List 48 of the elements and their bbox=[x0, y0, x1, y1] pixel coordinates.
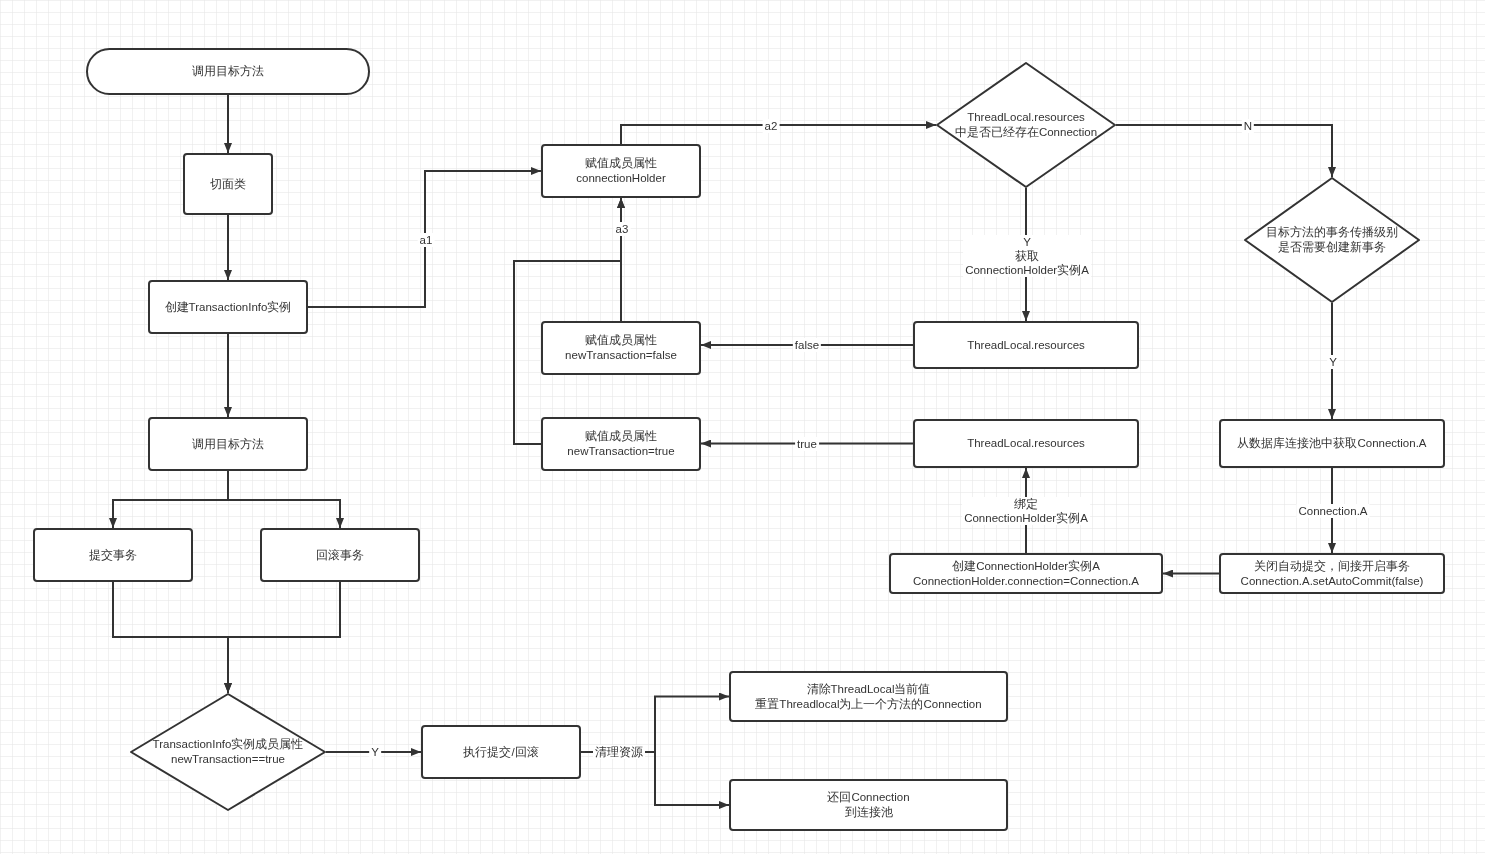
decision-diamond: ThreadLocal.resources中是否已经存在Connection bbox=[936, 62, 1116, 188]
process-box: 赋值成员属性newTransaction=true bbox=[541, 417, 701, 471]
process-box: 回滚事务 bbox=[260, 528, 420, 582]
process-box: 赋值成员属性newTransaction=false bbox=[541, 321, 701, 375]
edge-label: a3 bbox=[613, 222, 631, 236]
arrow bbox=[513, 197, 625, 445]
arrow bbox=[700, 439, 914, 448]
process-box: 执行提交/回滚 bbox=[421, 725, 581, 779]
edge-label: 绑定ConnectionHolder实例A bbox=[962, 497, 1090, 525]
edge-label: Y bbox=[369, 745, 381, 759]
arrow bbox=[1115, 124, 1336, 178]
arrow bbox=[224, 214, 232, 281]
arrow bbox=[1328, 467, 1336, 554]
process-box: 创建TransactionInfo实例 bbox=[148, 280, 308, 334]
arrow bbox=[227, 470, 344, 529]
arrow bbox=[1162, 569, 1220, 578]
process-box: 清除ThreadLocal当前值重置Threadlocal为上一个方法的Connection bbox=[729, 671, 1008, 722]
arrow bbox=[224, 581, 341, 694]
process-box: 还回Connection到连接池 bbox=[729, 779, 1008, 831]
process-box: 提交事务 bbox=[33, 528, 193, 582]
edge-label: 清理资源 bbox=[593, 745, 645, 759]
start-terminal: 调用目标方法 bbox=[86, 48, 370, 95]
edge-label: a2 bbox=[762, 119, 780, 133]
arrow bbox=[224, 333, 232, 418]
decision-diamond: TransactionInfo实例成员属性newTransaction==true bbox=[130, 693, 326, 811]
edge-label: Y bbox=[1327, 355, 1339, 369]
process-box: 调用目标方法 bbox=[148, 417, 308, 471]
arrow bbox=[1328, 302, 1336, 420]
edge-label: Y获取ConnectionHolder实例A bbox=[963, 235, 1091, 277]
process-box: 从数据库连接池中获取Connection.A bbox=[1219, 419, 1445, 468]
process-box: 创建ConnectionHolder实例AConnectionHolder.connection=Connection.A bbox=[889, 553, 1163, 594]
arrow bbox=[654, 751, 730, 809]
arrow bbox=[654, 692, 730, 753]
arrow bbox=[620, 121, 937, 145]
arrow bbox=[325, 748, 422, 756]
edge-label: Connection.A bbox=[1296, 504, 1370, 518]
edge-label: true bbox=[795, 437, 819, 451]
edge-label: a1 bbox=[417, 233, 435, 247]
edge-label: false bbox=[792, 338, 822, 352]
process-box: 关闭自动提交，间接开启事务Connection.A.setAutoCommit(false) bbox=[1219, 553, 1445, 594]
process-box: ThreadLocal.resources bbox=[913, 321, 1139, 369]
process-box: 赋值成员属性connectionHolder bbox=[541, 144, 701, 198]
process-box: 切面类 bbox=[183, 153, 273, 215]
edge-label: N bbox=[1241, 119, 1255, 133]
arrow bbox=[224, 94, 232, 154]
process-box: ThreadLocal.resources bbox=[913, 419, 1139, 468]
arrow bbox=[307, 167, 542, 308]
decision-diamond: 目标方法的事务传播级别是否需要创建新事务 bbox=[1244, 177, 1420, 303]
